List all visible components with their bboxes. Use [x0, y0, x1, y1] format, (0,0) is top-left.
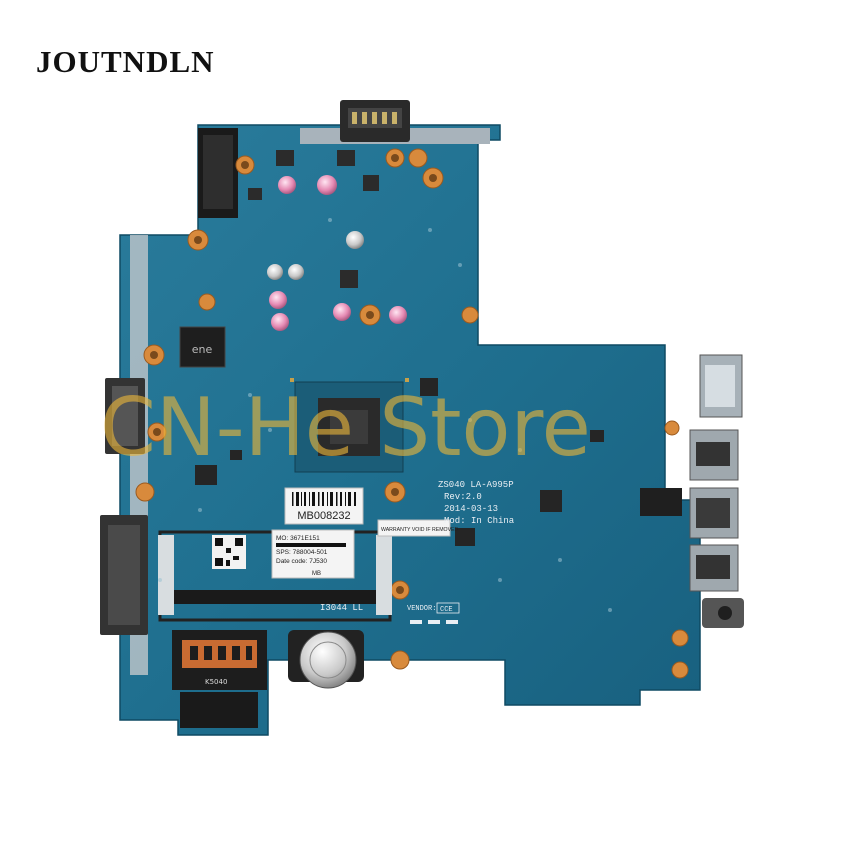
warranty-text: WARRANTY VOID IF REMOVED	[381, 527, 458, 533]
cmos-battery	[299, 631, 357, 689]
ene-chip	[179, 326, 226, 368]
dimm-code: I3044 LL	[320, 603, 363, 613]
socket-text: K5040	[205, 678, 227, 686]
keyboard-connector-base	[180, 692, 258, 728]
pcb-board	[119, 124, 701, 736]
label-footer: MB	[312, 571, 321, 577]
label-line-2: SPS: 788004-501	[276, 549, 328, 556]
watermark-text: CN-He Store	[100, 381, 591, 474]
vendor-label: VENDOR:	[407, 605, 436, 613]
silk-line-4: Mod: In China	[444, 516, 515, 526]
ene-chip-text: ene	[192, 343, 213, 356]
label-line-3: Date code: 7J530	[276, 558, 327, 565]
barcode-number: MB008232	[297, 510, 350, 522]
silk-line-1: ZS040 LA-A995P	[438, 480, 514, 490]
warranty-sticker	[377, 519, 451, 537]
product-label	[271, 529, 355, 579]
vendor-code: CCE	[440, 606, 453, 614]
label-line-1: MO: 3671E151	[276, 535, 320, 542]
capacitors	[267, 175, 407, 331]
brand-title: JOUTNDLN	[36, 44, 215, 79]
silk-line-3: 2014-03-13	[444, 504, 498, 514]
silk-line-2: Rev:2.0	[444, 492, 482, 502]
inductors	[248, 150, 379, 288]
lan-chip	[640, 488, 682, 516]
